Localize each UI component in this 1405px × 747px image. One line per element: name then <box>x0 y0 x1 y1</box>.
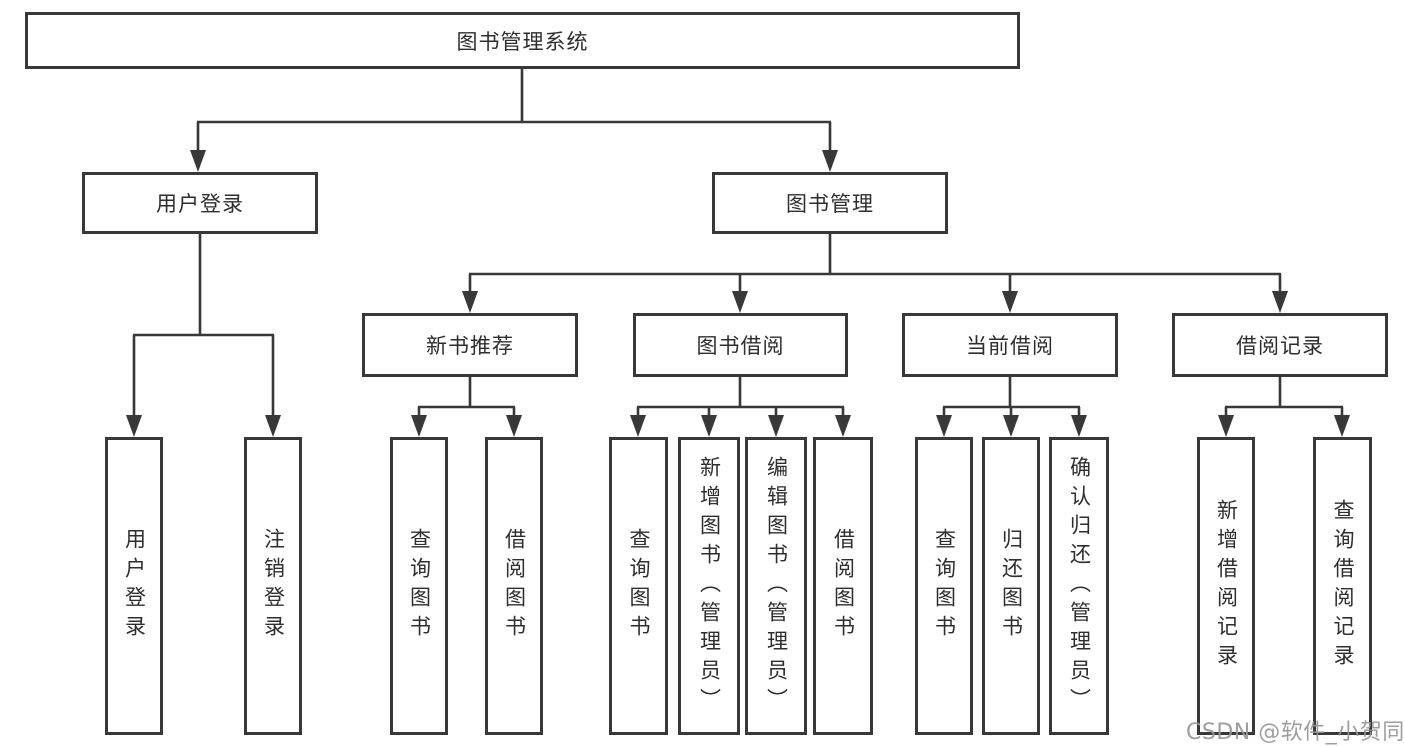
leaf-label: 确认归还（管理员） <box>1067 455 1092 717</box>
leaf-label: 归还图书 <box>999 528 1024 644</box>
node-label: 借阅记录 <box>1236 334 1324 358</box>
leaf-confirm-return-admin: 确认归还（管理员） <box>1049 437 1109 735</box>
node-label: 图书管理系统 <box>456 29 589 54</box>
leaf-label: 注销登录 <box>261 528 286 644</box>
leaf-label: 查询图书 <box>627 528 651 644</box>
csdn-watermark: CSDN @软件_小贺同学 <box>1186 720 1405 745</box>
leaf-logout: 注销登录 <box>244 437 302 735</box>
leaf-label: 借阅图书 <box>502 528 527 644</box>
book-borrow-branch-line <box>636 377 845 420</box>
node-library-system: 图书管理系统 <box>25 12 1020 69</box>
node-book-borrow: 图书借阅 <box>633 313 848 377</box>
node-book-management: 图书管理 <box>712 172 948 234</box>
leaf-query-book: 查询图书 <box>390 437 448 735</box>
root-branch-line <box>196 69 832 155</box>
node-label: 图书借阅 <box>696 334 785 358</box>
leaf-label: 新增图书（管理员） <box>697 455 722 717</box>
leaf-query-book: 查询图书 <box>915 437 973 735</box>
borrow-records-branch-line <box>1224 377 1344 420</box>
leaf-label: 新增借阅记录 <box>1214 499 1239 673</box>
node-current-borrow: 当前借阅 <box>902 313 1118 377</box>
node-new-book-recommend: 新书推荐 <box>362 313 578 377</box>
node-label: 用户登录 <box>156 192 244 216</box>
leaf-add-borrow-record: 新增借阅记录 <box>1197 437 1255 735</box>
leaf-add-book-admin: 新增图书（管理员） <box>678 437 740 735</box>
new-books-branch-line <box>417 377 516 420</box>
arrowheads <box>126 150 1350 437</box>
current-borrow-branch-line <box>942 377 1081 420</box>
leaf-label: 查询借阅记录 <box>1331 499 1355 673</box>
user-login-branch-line <box>132 234 275 420</box>
leaf-user-login: 用户登录 <box>105 437 163 735</box>
node-label: 新书推荐 <box>426 334 514 358</box>
node-user-login: 用户登录 <box>82 172 318 234</box>
leaf-borrow-book: 借阅图书 <box>813 437 873 735</box>
leaf-label: 查询图书 <box>407 528 432 644</box>
node-borrow-records: 借阅记录 <box>1172 313 1388 377</box>
leaf-label: 借阅图书 <box>831 528 856 644</box>
leaf-edit-book-admin: 编辑图书（管理员） <box>745 437 807 735</box>
leaf-query-borrow-record: 查询借阅记录 <box>1313 437 1372 735</box>
leaf-query-book: 查询图书 <box>609 437 668 735</box>
leaf-label: 查询图书 <box>932 528 957 644</box>
node-label: 当前借阅 <box>966 334 1054 358</box>
leaf-borrow-book: 借阅图书 <box>485 437 543 735</box>
leaf-return-book: 归还图书 <box>982 437 1040 735</box>
node-label: 图书管理 <box>786 192 874 216</box>
leaf-label: 用户登录 <box>122 528 147 644</box>
leaf-label: 编辑图书（管理员） <box>764 455 789 717</box>
book-mgmt-branch-line <box>468 234 1282 296</box>
